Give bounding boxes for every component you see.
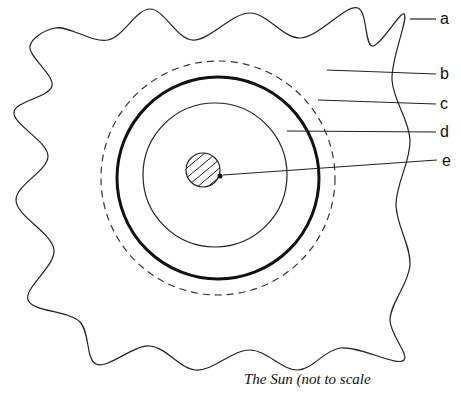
inner-zone-circle — [143, 103, 287, 247]
point-marker — [218, 174, 223, 179]
core-hatching — [180, 150, 224, 190]
part-letter: c — [440, 96, 448, 112]
leader-lines — [223, 19, 437, 175]
corona-outline — [14, 8, 410, 370]
part-letter: d — [440, 124, 449, 140]
part-letter: e — [442, 153, 451, 169]
dashed-layer-circle — [101, 61, 335, 295]
part-letter: b — [440, 66, 449, 82]
part-letter: a — [440, 11, 449, 27]
caption: The Sun (not to scale — [244, 372, 371, 387]
photosphere-circle — [117, 77, 319, 279]
